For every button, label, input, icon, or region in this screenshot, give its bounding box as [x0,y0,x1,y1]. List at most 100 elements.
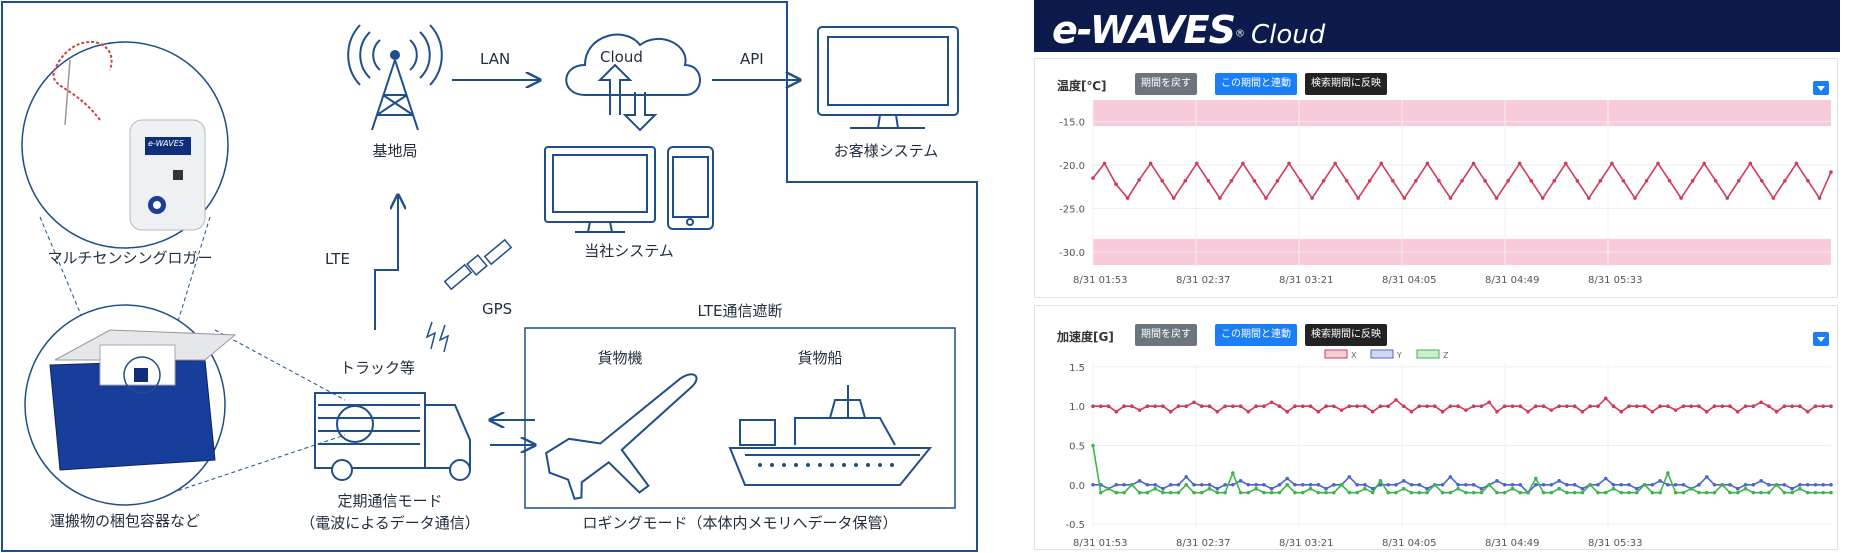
series-point [1728,482,1732,487]
series-point [1805,490,1810,495]
series-point [1735,409,1740,414]
series-point [1588,404,1592,409]
series-point [1798,482,1802,487]
series-point [1316,490,1321,495]
series-point [1534,482,1538,487]
series-point [1471,482,1476,487]
series-point [1813,490,1818,495]
series-point [1794,161,1799,166]
series-point [1262,482,1266,487]
series-point [1603,476,1608,481]
logger-device [129,119,206,231]
series-point [1229,178,1234,183]
series-point [1148,161,1153,166]
logger-label: マルチセンシングロガー [47,249,213,267]
series-point [1479,486,1484,491]
series-point [1774,482,1779,487]
series-point [1401,404,1406,409]
series-point [1285,409,1290,414]
series-point [1370,490,1375,495]
series-point [1339,408,1344,412]
temp-apply-search-button[interactable]: 検索期間に反映 [1305,73,1387,95]
series-point [1386,482,1390,487]
x-tick-label: 8/31 05:33 [1588,538,1642,548]
series-point [1471,161,1476,166]
series-point [1760,178,1764,183]
temp-period-back-button[interactable]: 期間を戻す [1135,73,1197,95]
series-point [1137,178,1141,182]
company-system-label: 当社システム [584,242,674,260]
series-point [1153,486,1157,491]
series-point [1161,404,1165,409]
temp-link-period-button[interactable]: この期間と連動 [1215,73,1297,95]
series-point [1153,482,1157,487]
series-point [1379,161,1384,166]
series-point [1634,486,1639,491]
outer-frame [1,1,978,552]
series-point [1114,182,1118,187]
series-point [1300,404,1305,409]
temp-dropdown-icon[interactable] [1813,81,1829,95]
series-point [1122,490,1126,495]
series-point [1821,404,1826,409]
series-point [1355,404,1359,409]
series-point [1464,408,1468,412]
series-point [1184,404,1189,409]
series-point [1712,482,1717,487]
accel-dropdown-icon[interactable] [1813,332,1829,346]
series-point [1153,404,1157,409]
series-point [1332,482,1336,487]
customer-monitor-icon [817,26,959,129]
series-point [1673,408,1678,412]
series-point [1122,404,1126,409]
series-point [1829,482,1833,487]
accel-link-period-button[interactable]: この期間と連動 [1215,324,1297,346]
ship-icon [728,385,933,486]
series-point [1378,482,1383,487]
airplane-icon [545,373,698,500]
series-point [1231,404,1235,409]
series-point [1821,490,1826,495]
logger-brand: e-WAVES [148,139,184,148]
series-point [1223,490,1227,495]
accel-apply-search-button[interactable]: 検索期間に反映 [1305,324,1387,346]
regular-mode-label: 定期通信モード [337,492,443,510]
series-point [1285,482,1290,487]
temperature-title: 温度[℃] [1057,79,1107,93]
series-point [1448,475,1453,479]
series-point [1293,404,1297,409]
series-point [1370,409,1375,414]
lte-blocked-label: LTE通信遮断 [697,302,783,320]
series-point [1199,490,1204,495]
series-point [1252,178,1257,183]
series-point [1215,486,1220,491]
series-point [1813,404,1818,409]
series-point [1829,490,1833,495]
series-point [1363,482,1367,487]
series-point [1634,490,1639,495]
y-tick-label: -15.0 [1059,118,1085,129]
series-point [1293,490,1297,495]
series-point [1534,476,1538,481]
y-tick-label: -0.5 [1065,520,1085,531]
series-point [1176,490,1181,495]
series-point [1502,404,1507,409]
series-point [1246,409,1251,414]
company-system-icon [544,146,714,233]
series-point [1575,178,1580,183]
series-point [1596,404,1600,409]
series-point [1106,486,1111,491]
series-point [1401,479,1406,483]
series-point [1168,490,1173,495]
truck-icon [314,392,471,481]
series-point [1712,490,1717,495]
series-point [1269,490,1274,495]
series-point [1308,482,1313,487]
series-point [1277,482,1282,487]
series-point [1541,482,1546,487]
series-point [1106,404,1111,409]
series-point [1541,490,1546,495]
accel-period-back-button[interactable]: 期間を戻す [1135,324,1197,346]
series-point [1565,404,1569,409]
